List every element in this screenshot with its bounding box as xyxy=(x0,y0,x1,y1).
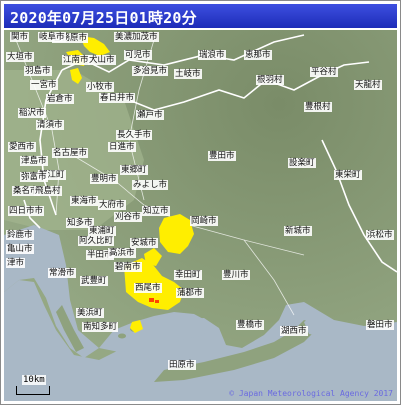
place-label: 東郷町 xyxy=(120,165,148,175)
place-label: 平谷村 xyxy=(310,67,338,77)
place-label: みよし市 xyxy=(132,180,169,190)
place-label: 豊橋市 xyxy=(236,320,264,330)
place-label: 知多市 xyxy=(66,218,94,228)
place-label: 小牧市 xyxy=(86,82,114,92)
sea-ise-bay xyxy=(4,225,99,358)
map-canvas xyxy=(4,30,397,401)
place-label: 一宮市 xyxy=(30,80,58,90)
place-label: 犬山市 xyxy=(88,55,116,65)
place-label: 東海市 xyxy=(70,196,98,206)
place-label: 美浜町 xyxy=(76,308,104,318)
title-bar: 2020年07月25日01時20分 xyxy=(4,4,397,28)
precipitation-moderate xyxy=(149,298,159,303)
place-label: 弥富市 xyxy=(20,172,48,182)
place-label: 恵那市 xyxy=(244,50,272,60)
place-label: 瑞浪市 xyxy=(198,50,226,60)
place-label: 四日市市 xyxy=(8,206,45,216)
place-label: 多治見市 xyxy=(132,66,169,76)
sea-south xyxy=(4,280,397,401)
place-label: 高浜市 xyxy=(108,248,136,258)
place-label: 津島市 xyxy=(20,156,48,166)
place-label: 日進市 xyxy=(108,142,136,152)
place-label: 蟹江町 xyxy=(38,170,66,180)
place-label: 知立市 xyxy=(142,206,170,216)
place-label: 田原市 xyxy=(168,360,196,370)
place-label: 飛島村 xyxy=(34,186,62,196)
sea-mikawa-bay xyxy=(99,312,209,352)
place-label: 磐田市 xyxy=(366,320,394,330)
place-label: 碧南市 xyxy=(114,262,142,272)
place-label: 美濃加茂市 xyxy=(114,32,159,42)
place-label: 愛西市 xyxy=(8,142,36,152)
place-label: 稲沢市 xyxy=(18,108,46,118)
place-label: 津市 xyxy=(6,258,26,268)
place-label: 東浦町 xyxy=(88,226,116,236)
place-label: 西尾市 xyxy=(134,283,162,293)
place-label: 清須市 xyxy=(36,120,64,130)
lake-hamana xyxy=(304,314,326,336)
place-label: 大府市 xyxy=(98,200,126,210)
place-label: 豊明市 xyxy=(90,174,118,184)
place-label: 土岐市 xyxy=(174,69,202,79)
land-chita xyxy=(56,305,84,352)
place-label: 可児市 xyxy=(124,50,152,60)
place-label: 刈谷市 xyxy=(114,212,142,222)
place-label: 岐阜市 xyxy=(38,32,66,42)
scale-label: 10km xyxy=(22,375,46,385)
place-label: 安城市 xyxy=(130,238,158,248)
scale-bar xyxy=(16,386,50,395)
place-label: 豊根村 xyxy=(304,102,332,112)
place-label: 天龍村 xyxy=(354,80,382,90)
place-label: 岩倉市 xyxy=(46,94,74,104)
place-label: 武豊町 xyxy=(80,276,108,286)
radar-map[interactable]: 各務原市 江南市 犬山市 多治見市 瑞浪市 恵那市 可児市 土岐市 小牧市 春日… xyxy=(4,30,397,401)
place-label: 東栄町 xyxy=(334,170,362,180)
copyright-notice: © Japan Meteorological Agency 2017 xyxy=(229,389,393,398)
place-label: 豊田市 xyxy=(208,151,236,161)
place-label: 関市 xyxy=(10,32,30,42)
observation-timestamp: 2020年07月25日01時20分 xyxy=(10,9,197,27)
place-label: 春日井市 xyxy=(99,93,136,103)
place-label: 常滑市 xyxy=(48,268,76,278)
place-label: 羽島市 xyxy=(24,66,52,76)
place-label: 名古屋市 xyxy=(52,148,89,158)
place-label: 阿久比町 xyxy=(78,236,115,246)
place-label: 江南市 xyxy=(62,55,90,65)
place-label: 亀山市 xyxy=(6,244,34,254)
place-label: 鈴鹿市 xyxy=(6,230,34,240)
place-label: 長久手市 xyxy=(116,130,153,140)
place-label: 設楽町 xyxy=(288,158,316,168)
place-label: 幸田町 xyxy=(174,270,202,280)
place-label: 岡崎市 xyxy=(190,216,218,226)
place-label: 大垣市 xyxy=(6,52,34,62)
place-label: 浜松市 xyxy=(366,230,394,240)
place-label: 半田市 xyxy=(86,250,114,260)
island xyxy=(118,333,126,339)
place-label: 湖西市 xyxy=(280,326,308,336)
place-label: 南知多町 xyxy=(82,322,119,332)
place-label: 豊川市 xyxy=(222,270,250,280)
place-label: 各務原市 xyxy=(52,33,89,43)
place-label: 蒲郡市 xyxy=(176,288,204,298)
place-label: 瀬戸市 xyxy=(136,110,164,120)
place-label: 根羽村 xyxy=(256,75,284,85)
place-label: 新城市 xyxy=(284,226,312,236)
place-label: 桑名市 xyxy=(12,186,40,196)
